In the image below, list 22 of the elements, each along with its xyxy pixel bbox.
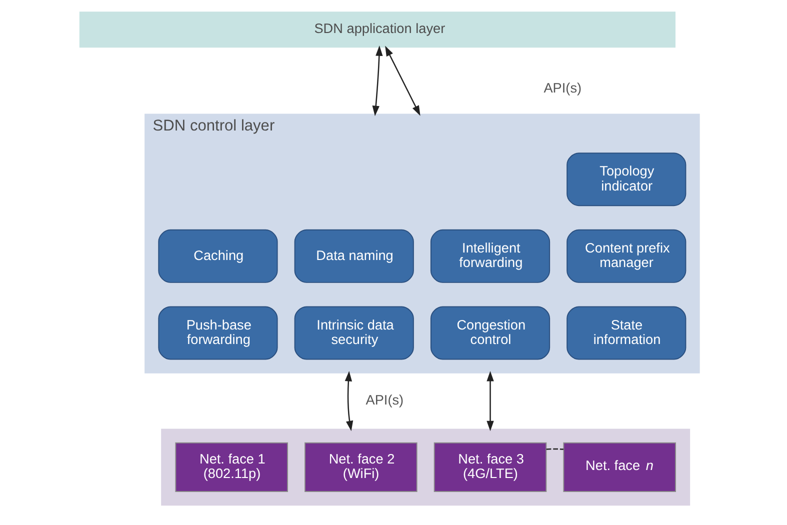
node-box: Intrinsic data security: [294, 306, 414, 360]
node-box: Topology indicator: [566, 152, 686, 206]
node-box: Data naming: [294, 229, 414, 283]
arrow: [372, 46, 383, 116]
node-box: Caching: [158, 229, 278, 283]
label: API(s): [366, 392, 404, 408]
node-box: Net. face 3 (4G/LTE): [434, 442, 547, 492]
node-box: Content prefix manager: [566, 229, 686, 283]
node-box: State information: [566, 306, 686, 360]
node-box: Net. face 1 (802.11p): [175, 442, 288, 492]
node-box: Net. face 2 (WiFi): [304, 442, 418, 492]
arrow: [385, 46, 420, 116]
node-box: Intelligent forwarding: [430, 229, 550, 283]
arrow: [486, 370, 494, 432]
node-box: Congestion control: [430, 306, 550, 360]
node-box: Net. face n: [563, 442, 676, 492]
arrow: [344, 370, 354, 432]
connector: [546, 448, 564, 450]
label: API(s): [544, 80, 582, 96]
node-box: SDN application layer: [79, 12, 676, 48]
node-box: Push-base forwarding: [158, 306, 278, 360]
cluster: [161, 428, 690, 506]
